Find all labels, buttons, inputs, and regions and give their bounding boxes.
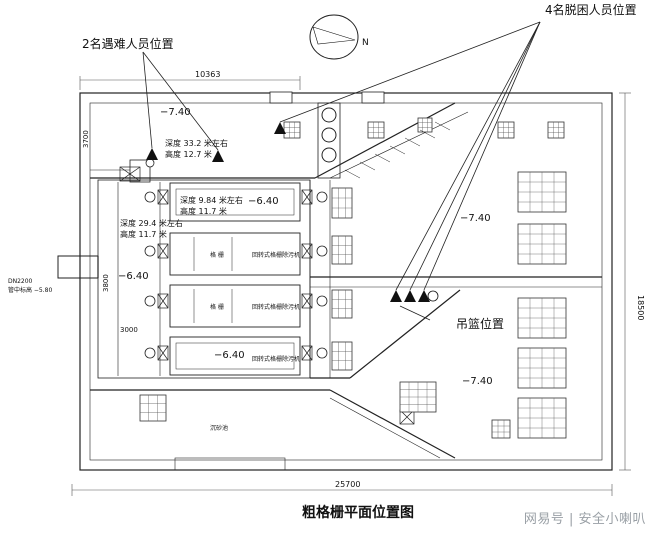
top-wall-opening-1 (269, 91, 293, 104)
level-screen4: −6.40 (214, 350, 245, 361)
dim-left-b-label: 3800 (102, 274, 110, 292)
screen-channel-4-inner (175, 342, 295, 370)
room-screen-a-2: 格 栅 (210, 251, 224, 259)
valve-icon (144, 347, 156, 359)
valve-icon (144, 295, 156, 307)
tank-icon (321, 127, 337, 143)
leader-2-a (142, 51, 153, 149)
note2-height: 高度 11.7 米 (180, 206, 227, 216)
room-screen-b-3: 回转式格栅除污机 (252, 303, 300, 311)
room-screen-a-3: 格 栅 (210, 303, 224, 311)
dim-top-label: 10363 (195, 70, 220, 79)
label-2-people: 2名遇难人员位置 (82, 36, 174, 51)
equipment-grid (367, 121, 385, 139)
person-marker-icon (274, 122, 286, 134)
north-label: N (362, 38, 369, 48)
note3-height: 高度 11.7 米 (120, 229, 167, 239)
tank-icon (321, 147, 337, 163)
dim-left-a-label: 3700 (82, 130, 90, 148)
dim-inner-label: 3000 (120, 326, 138, 334)
lower-diagonal-wall (349, 289, 461, 379)
label-4-people: 4名脱困人员位置 (545, 2, 637, 17)
watermark: 网易号 | 安全小喇叭 (523, 512, 646, 527)
level-screen1: −6.40 (248, 196, 279, 207)
note3-depth: 深度 29.4 米左右 (120, 218, 183, 228)
valve-icon (316, 347, 328, 359)
leader-4-b (395, 21, 541, 291)
room-lower: 沉砂池 (210, 424, 228, 432)
leader-2-b (142, 51, 219, 151)
valve-icon (316, 245, 328, 257)
level-low-right: −7.40 (462, 376, 493, 387)
inner-wall (89, 102, 603, 461)
north-arrow-icon (309, 14, 359, 60)
pipe-elevation: 管中标高 −5.80 (8, 286, 52, 294)
valve-icon (144, 245, 156, 257)
equipment-grid (497, 121, 515, 139)
room-screen-b-4: 回转式格栅除污机 (252, 355, 300, 363)
screen-channel-4 (169, 336, 301, 376)
dim-bottom-label: 25700 (335, 480, 360, 489)
valve-icon (144, 191, 156, 203)
basket-marker-icon (427, 290, 439, 302)
equipment-grid (139, 394, 167, 422)
equipment-grid (331, 289, 353, 319)
equipment-grid (491, 419, 511, 439)
outer-wall (79, 92, 613, 471)
level-topleft: −7.40 (160, 107, 191, 118)
person-marker-icon (404, 290, 416, 302)
equipment-grid (331, 235, 353, 265)
leader-4-d (423, 21, 541, 291)
tank-icon (321, 107, 337, 123)
note2-depth: 深度 9.84 米左右 (180, 195, 243, 205)
leader-4-a (279, 21, 541, 123)
pipe-diameter: DN2200 (8, 278, 33, 285)
equipment-grid (283, 121, 301, 139)
person-marker-icon (390, 290, 402, 302)
upper-diagonal-wall-a (314, 102, 456, 179)
upper-diagonal-wall-b (329, 111, 469, 179)
equipment-grid (417, 117, 433, 133)
top-wall-opening-2 (361, 91, 385, 104)
gate-box (129, 159, 151, 183)
screen-channel-2 (169, 232, 301, 276)
dim-right-label: 18500 (636, 295, 645, 320)
person-marker-icon (212, 150, 224, 162)
equipment-grid (331, 341, 353, 371)
equipment-grids (139, 117, 567, 439)
level-mid-right: −7.40 (460, 213, 491, 224)
person-marker-icon (418, 290, 430, 302)
bottom-opening (174, 457, 286, 471)
valve-icon (316, 191, 328, 203)
drawing-title: 粗格栅平面位置图 (302, 504, 414, 521)
leader-4-c (409, 21, 541, 291)
valve-icon (316, 295, 328, 307)
room-screen-b-2: 回转式格栅除污机 (252, 251, 300, 259)
screen-channel-1-inner (175, 188, 295, 216)
bottom-room-diagonal-b (329, 397, 441, 459)
inlet-pipe (57, 255, 99, 279)
person-marker-icon (146, 148, 158, 160)
equipment-grid (547, 121, 565, 139)
bottom-room-diagonal (329, 389, 456, 459)
note1-height: 高度 12.7 米 (165, 149, 212, 159)
level-left-channel: −6.40 (118, 271, 149, 282)
note1-depth: 深度 33.2 米左右 (165, 138, 228, 148)
equipment-grid (331, 187, 353, 219)
screen-channel-1 (169, 182, 301, 222)
label-basket: 吊篮位置 (456, 316, 504, 331)
valve-icon (145, 158, 155, 168)
leader-basket (399, 305, 431, 321)
screen-channel-3 (169, 284, 301, 328)
